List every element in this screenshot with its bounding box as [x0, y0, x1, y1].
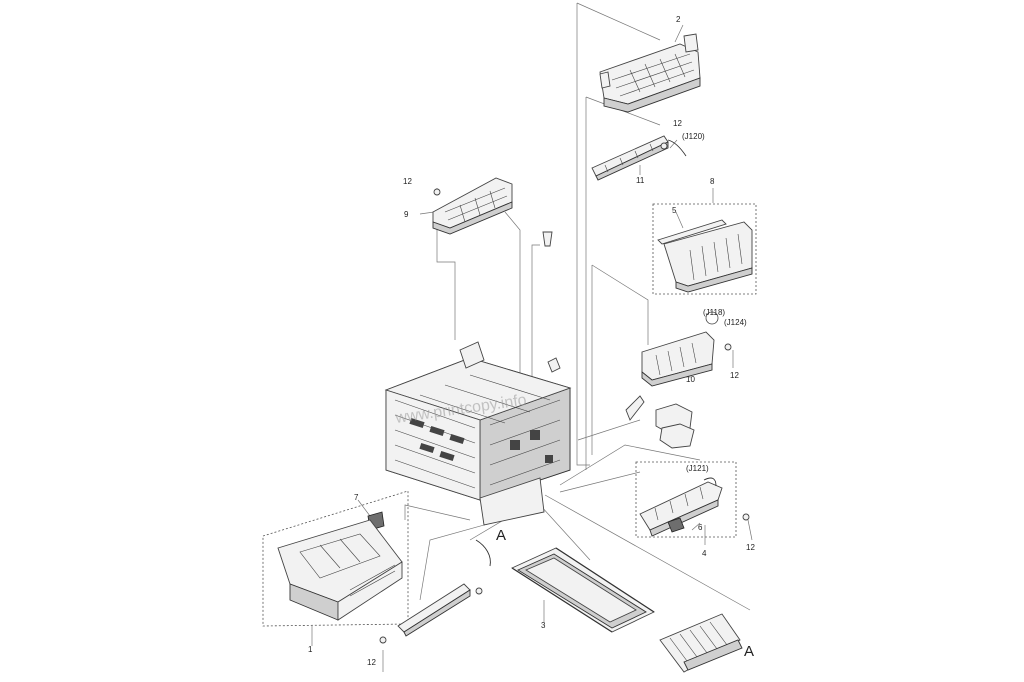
callout-12-guide: 12	[730, 371, 739, 380]
callout-12-duplex: 12	[746, 543, 755, 552]
callout-12-fuser: 12	[673, 119, 682, 128]
callout-3: 3	[541, 621, 546, 630]
top-guide-unit	[432, 177, 513, 235]
callout-labels: 2 12 (J120) 11 8 5 12 9 (J118) (J124) 10…	[308, 15, 755, 667]
callout-1: 1	[308, 645, 313, 654]
main-chassis-frame	[384, 341, 572, 526]
callout-7: 7	[354, 493, 359, 502]
connector-j120: (J120)	[682, 132, 705, 141]
callout-2: 2	[676, 15, 681, 24]
sensor-bar-assembly	[591, 135, 687, 181]
transfer-belt-unit	[511, 547, 655, 633]
paper-tray	[277, 519, 403, 621]
small-parts	[367, 231, 750, 644]
paper-guide-assembly	[641, 311, 732, 387]
exit-guide-assembly	[659, 613, 743, 673]
lower-guide-plate	[397, 583, 471, 637]
duplex-guide-assembly	[639, 477, 723, 537]
callout-9: 9	[404, 210, 409, 219]
callout-6: 6	[698, 523, 703, 532]
callout-11: 11	[636, 176, 645, 185]
leader-lines	[311, 2, 753, 672]
callout-4: 4	[702, 549, 707, 558]
fuser-guide-group-box	[652, 203, 757, 295]
fuser-guide-assembly	[657, 219, 753, 293]
section-mark-a-left: A	[496, 527, 506, 544]
callout-12-top: 12	[403, 177, 412, 186]
connector-j118: (J118)	[703, 308, 725, 317]
callout-10: 10	[686, 375, 695, 384]
callout-8: 8	[710, 177, 715, 186]
connector-j124: (J124)	[724, 318, 747, 327]
callout-12-bottom: 12	[367, 658, 376, 667]
callout-5: 5	[672, 206, 677, 215]
duplex-group-box	[635, 461, 737, 538]
section-mark-a-right: A	[744, 643, 754, 660]
fuser-assembly	[599, 33, 701, 113]
connector-j121: (J121)	[686, 464, 709, 473]
